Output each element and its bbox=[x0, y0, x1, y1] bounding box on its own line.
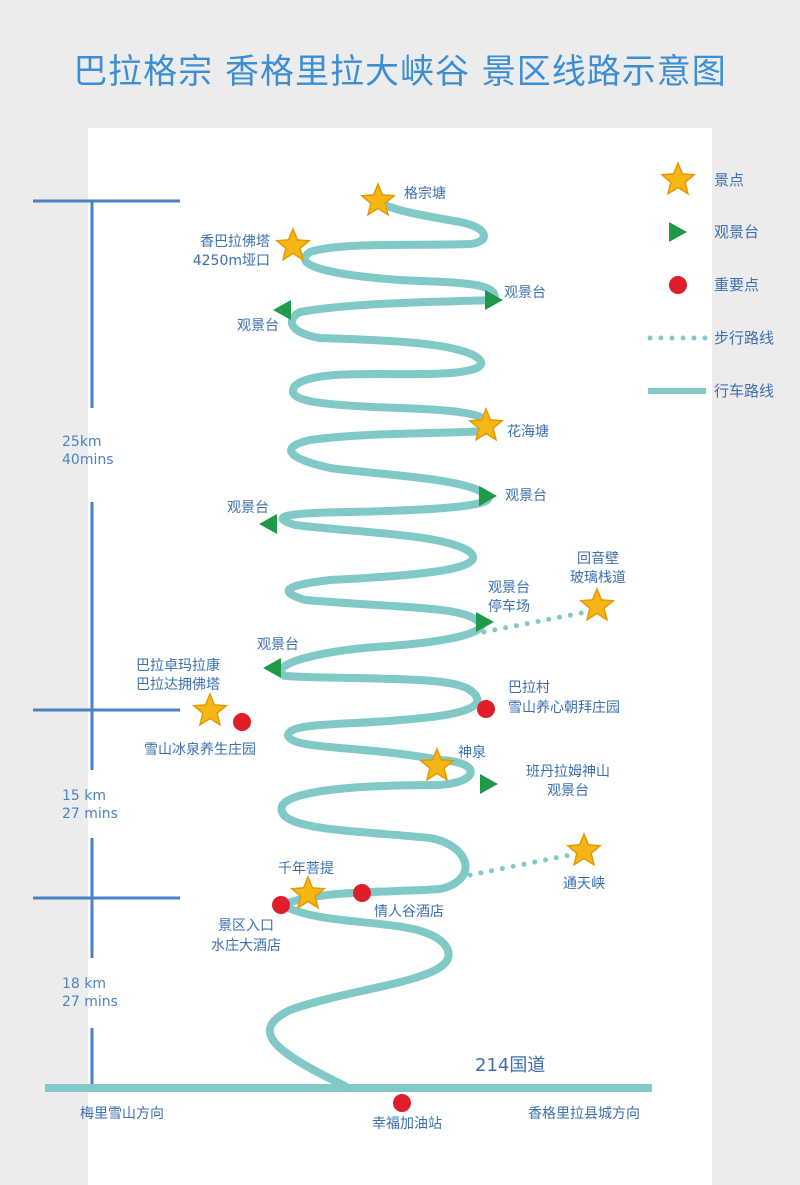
scenic-spot-star-icon bbox=[191, 691, 229, 727]
viewpoint-triangle-icon bbox=[485, 290, 503, 310]
map-label: 景区入口 bbox=[218, 918, 274, 934]
legend-label: 步行路线 bbox=[714, 329, 774, 347]
important-point-marker bbox=[272, 896, 290, 914]
legend-label: 行车路线 bbox=[714, 382, 774, 400]
scale-distance: 25km bbox=[62, 434, 102, 450]
important-point-marker bbox=[477, 700, 495, 718]
map-label: 格宗塘 bbox=[404, 186, 446, 202]
map-label: 水庄大酒店 bbox=[211, 937, 281, 954]
viewpoint-triangle-icon bbox=[259, 514, 277, 534]
map-label: 雪山冰泉养生庄园 bbox=[144, 741, 256, 758]
important-point-marker bbox=[353, 884, 371, 902]
scale-time: 40mins bbox=[62, 452, 114, 468]
page-title: 巴拉格宗 香格里拉大峡谷 景区线路示意图 bbox=[73, 52, 727, 92]
map-panel bbox=[88, 128, 712, 1185]
road-name: 214国道 bbox=[475, 1055, 545, 1076]
map-label: 神泉 bbox=[458, 744, 486, 761]
scenic-spot-star-icon bbox=[359, 181, 397, 217]
scenic-spot-star-icon bbox=[289, 874, 327, 910]
walking-route bbox=[481, 608, 595, 635]
legend-label: 重要点 bbox=[714, 276, 759, 294]
scale-time: 27 mins bbox=[62, 806, 118, 822]
map-label: 观景台 bbox=[505, 488, 547, 504]
direction-left: 梅里雪山方向 bbox=[80, 1106, 164, 1122]
map-label: 观景台 bbox=[237, 318, 279, 334]
legend-label: 观景台 bbox=[714, 223, 759, 241]
viewpoint-triangle-icon bbox=[480, 774, 498, 794]
map-label: 香巴拉佛塔 bbox=[200, 234, 270, 250]
map-label: 巴拉达拥佛塔 bbox=[136, 677, 220, 693]
map-label: 巴拉卓玛拉康 bbox=[136, 657, 220, 674]
map-label: 班丹拉姆神山 bbox=[526, 764, 610, 780]
map-label: 观景台 bbox=[504, 285, 546, 301]
scale-time: 27 mins bbox=[62, 994, 118, 1010]
scenic-spot-star-icon bbox=[578, 586, 616, 622]
map-label: 观景台 bbox=[488, 580, 530, 596]
map-label: 巴拉村 bbox=[508, 680, 550, 696]
viewpoint-triangle-icon bbox=[476, 612, 494, 632]
viewpoint-triangle-icon bbox=[263, 658, 281, 678]
scale-distance: 15 km bbox=[62, 788, 106, 804]
map-label: 回音壁 bbox=[577, 550, 619, 567]
important-point-marker bbox=[233, 713, 251, 731]
legend-viewpoint-icon bbox=[669, 222, 687, 242]
legend-label: 景点 bbox=[714, 171, 744, 189]
map-label: 情人谷酒店 bbox=[374, 904, 444, 920]
gas-station-label: 幸福加油站 bbox=[372, 1116, 442, 1132]
map-label: 观景台 bbox=[547, 783, 589, 799]
direction-right: 香格里拉县城方向 bbox=[528, 1106, 640, 1122]
map-label: 观景台 bbox=[257, 637, 299, 653]
viewpoint-triangle-icon bbox=[479, 486, 497, 506]
map-label: 观景台 bbox=[227, 500, 269, 516]
distance-scale: 25km 40mins 15 km 27 mins 18 km 27 mins bbox=[33, 199, 180, 1085]
driving-route bbox=[265, 196, 499, 1090]
map-label: 花海塘 bbox=[507, 424, 549, 440]
viewpoint-triangle-icon bbox=[273, 300, 291, 320]
map-label: 停车场 bbox=[488, 598, 530, 615]
map-label: 雪山养心朝拜庄园 bbox=[508, 699, 620, 716]
scenic-spot-star-icon bbox=[274, 226, 312, 262]
scale-distance: 18 km bbox=[62, 976, 106, 992]
map-label: 4250m垭口 bbox=[193, 253, 270, 269]
map-label: 通天峡 bbox=[563, 876, 605, 892]
scenic-spot-star-icon bbox=[418, 746, 456, 782]
legend-important-icon bbox=[669, 276, 687, 294]
map-label: 千年菩提 bbox=[278, 861, 334, 877]
scenic-spot-star-icon bbox=[467, 406, 505, 442]
scenic-spot-star-icon bbox=[565, 831, 603, 867]
walking-route bbox=[467, 850, 583, 878]
map-label: 玻璃栈道 bbox=[570, 569, 626, 586]
legend-star-icon bbox=[659, 160, 697, 196]
gas-station-marker bbox=[393, 1094, 411, 1112]
